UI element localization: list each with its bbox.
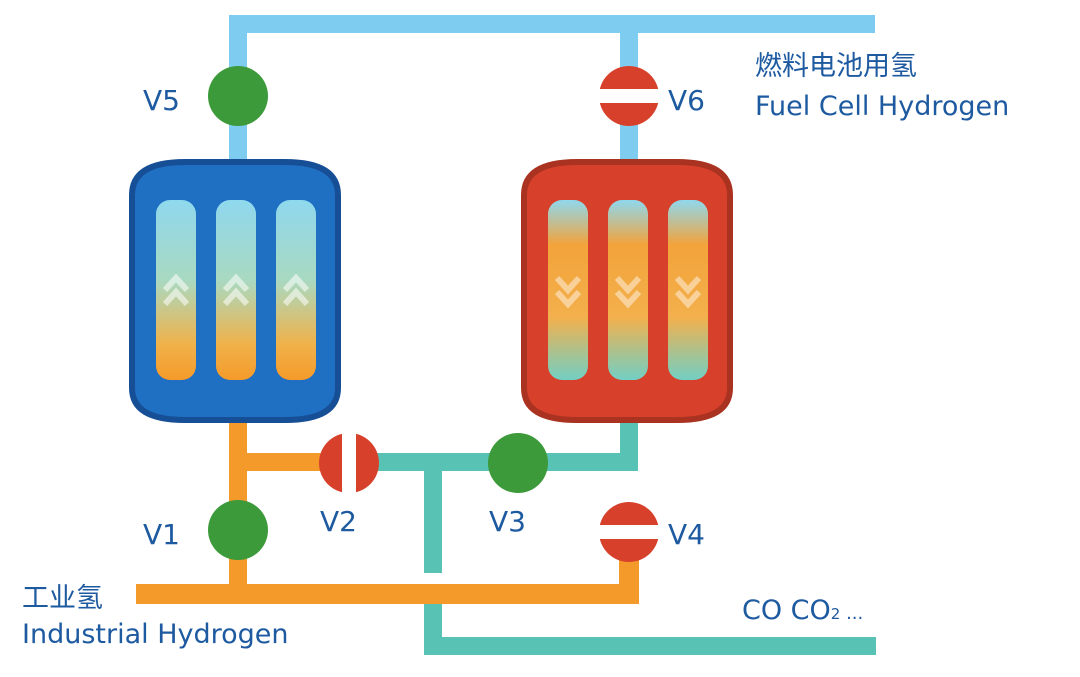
valve-v4-label: V4 bbox=[668, 518, 705, 551]
tail-gas-pipe bbox=[356, 405, 876, 655]
valve-v5-body[interactable] bbox=[208, 66, 268, 126]
industrial-hydrogen-pipe bbox=[136, 405, 639, 604]
right-tank-adsorbent-beds bbox=[548, 200, 708, 380]
valve-v5-label: V5 bbox=[143, 84, 180, 117]
valve-v3-label: V3 bbox=[489, 505, 526, 538]
valve-v6-label: V6 bbox=[668, 84, 705, 117]
valve-v1[interactable] bbox=[208, 500, 268, 560]
valve-v2[interactable] bbox=[319, 432, 379, 494]
tail-gas-species: CO CO bbox=[742, 595, 831, 626]
valve-v3[interactable] bbox=[488, 433, 548, 493]
valve-v6[interactable] bbox=[598, 66, 660, 126]
valve-v4[interactable] bbox=[598, 502, 660, 562]
down-arrows-icon bbox=[554, 275, 702, 309]
fuel-cell-hydrogen-label-zh: 燃料电池用氢 bbox=[755, 51, 917, 82]
valve-v5[interactable] bbox=[208, 66, 268, 126]
valve-v1-body[interactable] bbox=[208, 500, 268, 560]
up-arrows-icon bbox=[162, 273, 310, 307]
fuel-cell-hydrogen-label-en: Fuel Cell Hydrogen bbox=[755, 91, 1010, 122]
valve-v2-label: V2 bbox=[320, 505, 357, 538]
left-adsorption-tank bbox=[129, 159, 341, 423]
valve-v2-closed-bar bbox=[342, 432, 356, 494]
valve-v1-label: V1 bbox=[143, 518, 180, 551]
co2-subscript: 2 bbox=[830, 605, 841, 623]
industrial-hydrogen-label-en: Industrial Hydrogen bbox=[22, 619, 289, 650]
industrial-hydrogen-label-zh: 工业氢 bbox=[22, 583, 103, 614]
valves bbox=[208, 66, 660, 562]
valve-v3-body[interactable] bbox=[488, 433, 548, 493]
valve-v4-closed-bar bbox=[598, 525, 660, 539]
tail-gas-label: CO CO2 ... bbox=[742, 594, 863, 631]
tail-gas-ellipsis: ... bbox=[840, 603, 864, 624]
valve-v6-closed-bar bbox=[598, 89, 660, 103]
right-adsorption-tank bbox=[521, 159, 733, 423]
